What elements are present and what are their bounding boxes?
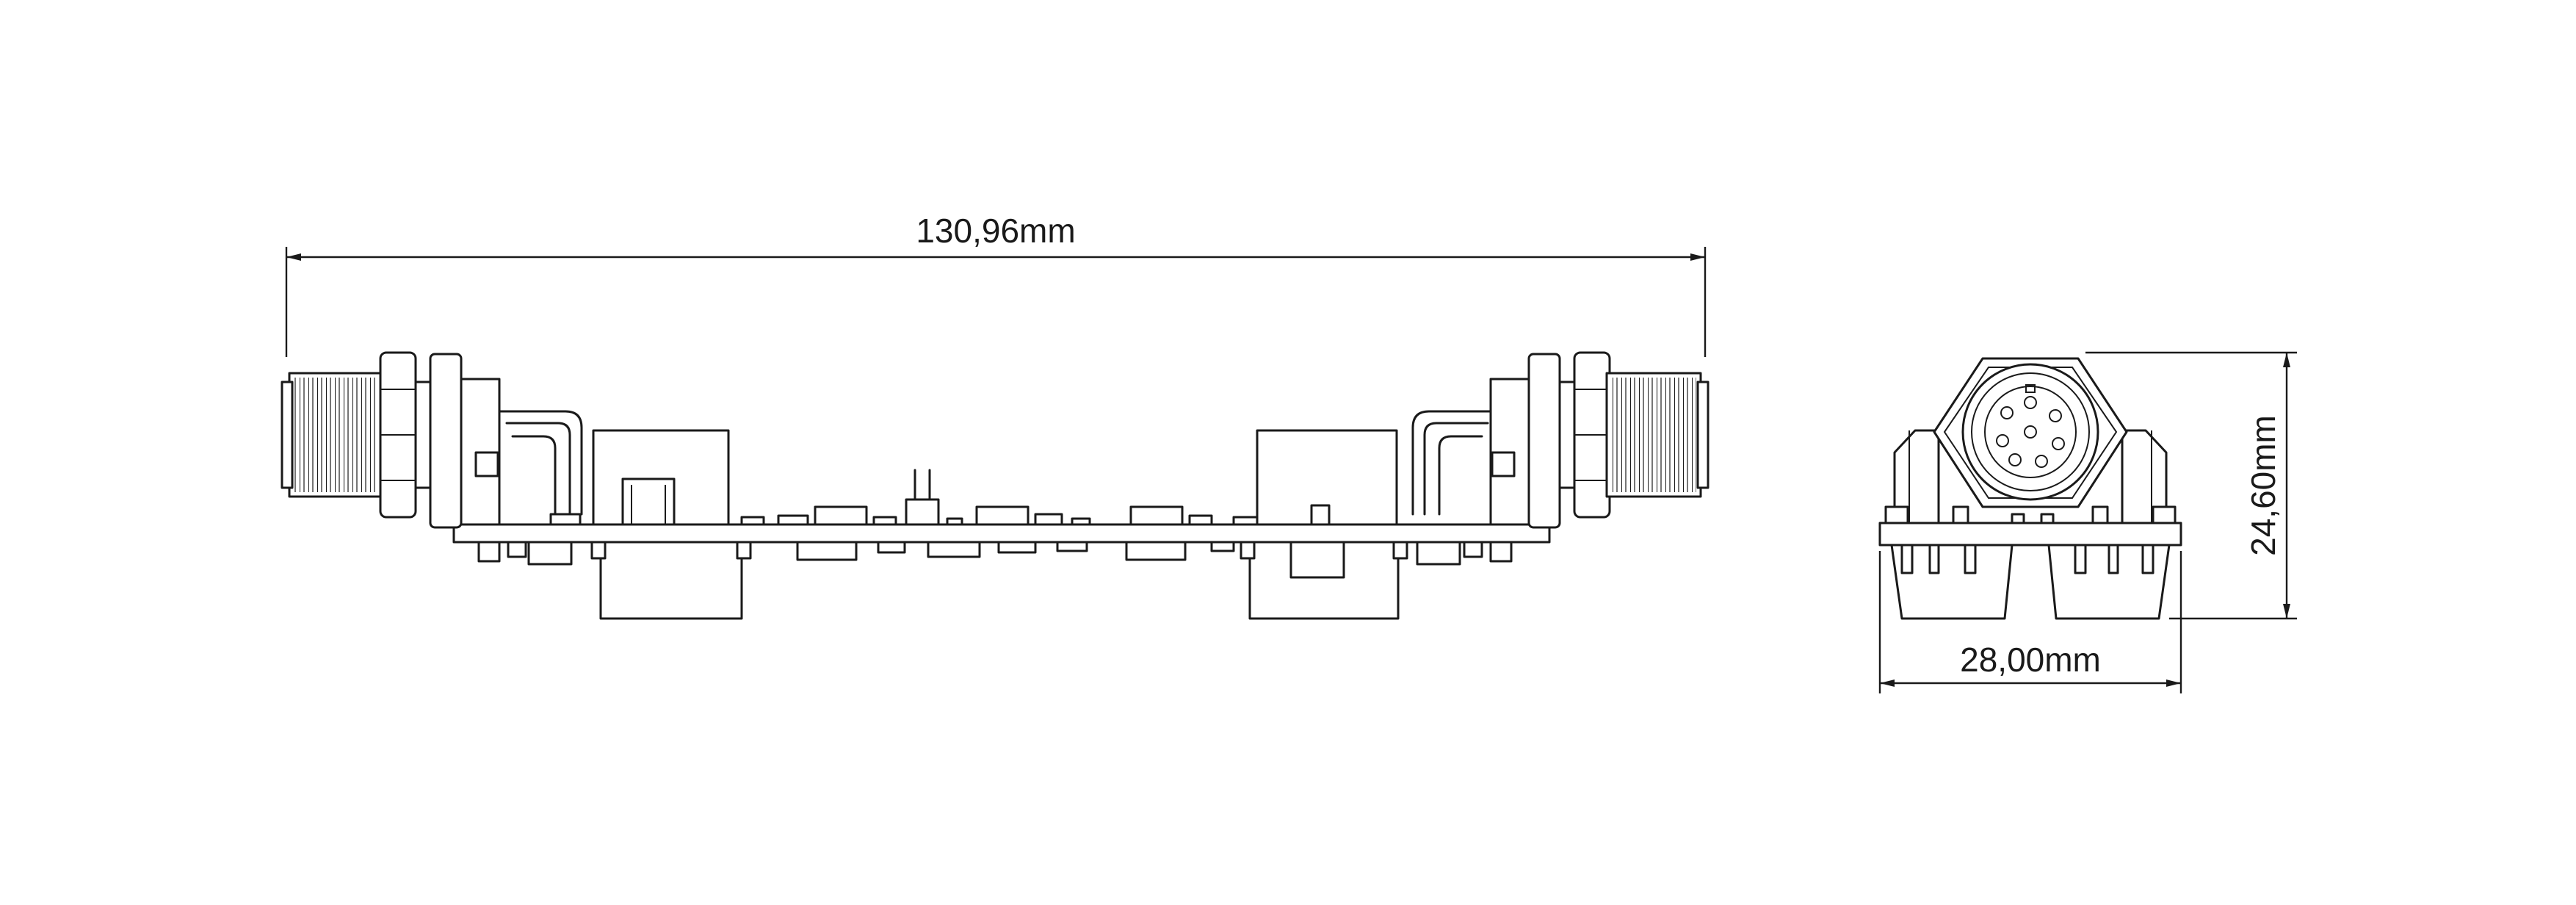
smd-components-top bbox=[549, 505, 1265, 526]
length-dimension-label: 130,96mm bbox=[916, 212, 1075, 250]
connector-outer-ring bbox=[1961, 363, 2099, 501]
connector-pins bbox=[1996, 384, 2065, 468]
right-top-component bbox=[1256, 429, 1398, 526]
width-dimension-label: 28,00mm bbox=[1960, 641, 2101, 679]
center-pin-header bbox=[905, 469, 940, 526]
length-dimension: 130,96mm bbox=[285, 212, 1707, 357]
height-dimension: 24,60mm bbox=[2085, 351, 2297, 620]
smd-components-bottom bbox=[796, 541, 1235, 561]
right-m12-connector bbox=[1411, 351, 1710, 566]
right-flange bbox=[1527, 353, 1561, 529]
left-bottom-component bbox=[599, 541, 743, 620]
end-view-pcb bbox=[1878, 522, 2182, 547]
left-flange bbox=[429, 353, 463, 529]
left-top-component bbox=[592, 429, 730, 526]
pcb-board bbox=[452, 523, 1551, 544]
side-view: 130,96mm bbox=[281, 212, 1710, 620]
end-view: 28,00mm 24,60mm bbox=[1878, 351, 2297, 693]
left-m12-connector bbox=[281, 351, 583, 566]
height-dimension-label: 24,60mm bbox=[2244, 415, 2282, 556]
width-dimension: 28,00mm bbox=[1878, 551, 2182, 693]
